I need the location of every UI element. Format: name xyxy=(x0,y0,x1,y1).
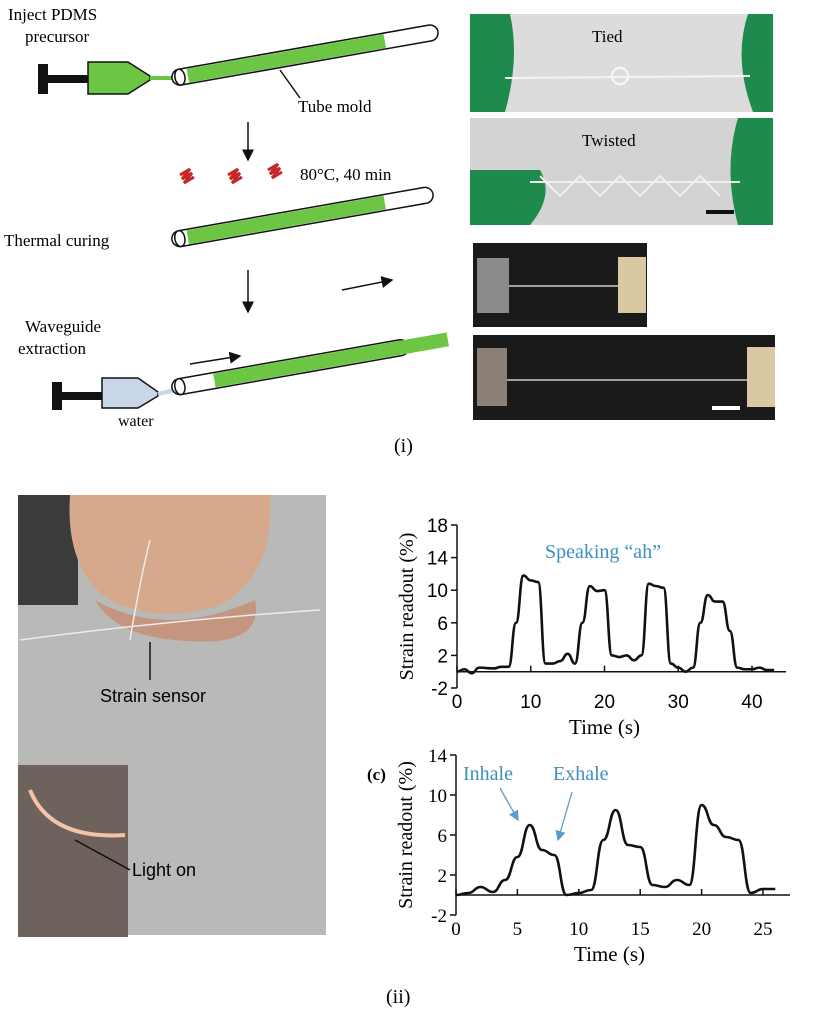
photo-stretched xyxy=(473,335,775,420)
cured-tube xyxy=(171,186,434,248)
photo-tied: Tied xyxy=(470,14,773,112)
tied-label: Tied xyxy=(592,27,623,46)
panel-ii-label: (ii) xyxy=(386,986,410,1008)
heat-icon xyxy=(179,162,283,185)
neck-photo: Strain sensor Light on xyxy=(18,495,326,937)
sub-label-c: (c) xyxy=(367,765,386,784)
annotation-inhale: Inhale xyxy=(463,763,513,785)
y-tick-label: 18 xyxy=(427,516,448,537)
x-tick-label: 40 xyxy=(741,692,762,713)
y-tick-label: -2 xyxy=(431,906,447,927)
light-on-label: Light on xyxy=(132,860,196,880)
extraction-tube xyxy=(171,332,449,396)
y-tick-label: 14 xyxy=(428,746,448,767)
thermal-curing-label: Thermal curing xyxy=(4,231,110,250)
exhale-arrow xyxy=(555,791,573,842)
y-tick-label: 6 xyxy=(437,614,448,635)
extraction-label-1: Waveguide xyxy=(25,317,101,336)
x-tick-label: 10 xyxy=(569,919,588,940)
inject-label-2: precursor xyxy=(25,27,90,46)
syringe-icon xyxy=(38,61,172,95)
inject-label-1: Inject PDMS xyxy=(8,5,97,24)
x-tick-label: 15 xyxy=(631,919,650,940)
photo-twisted: Twisted xyxy=(470,118,773,225)
cure-condition-label: 80°C, 40 min xyxy=(300,165,392,184)
extraction-label-2: extraction xyxy=(18,339,86,358)
twisted-label: Twisted xyxy=(582,131,636,150)
x-tick-label: 25 xyxy=(754,919,773,940)
y-tick-label: 14 xyxy=(427,549,449,570)
panel-i-label: (i) xyxy=(394,435,413,457)
y-tick-label: 10 xyxy=(427,581,448,602)
y-axis-label: Strain readout (%) xyxy=(396,533,418,681)
tube-mold xyxy=(171,24,439,86)
light-on-inset xyxy=(18,765,128,937)
x-tick-label: 5 xyxy=(513,919,523,940)
inhale-arrow xyxy=(499,787,519,822)
y-tick-label: 10 xyxy=(428,786,447,807)
water-label: water xyxy=(118,413,154,430)
y-tick-label: 6 xyxy=(438,826,448,847)
x-axis-label: Time (s) xyxy=(574,942,645,966)
x-tick-label: 20 xyxy=(594,692,615,713)
x-axis-label: Time (s) xyxy=(569,715,640,739)
x-tick-label: 30 xyxy=(668,692,689,713)
tube-mold-label: Tube mold xyxy=(298,97,372,116)
series-line xyxy=(456,574,775,675)
x-tick-label: 0 xyxy=(451,919,461,940)
y-axis-label: Strain readout (%) xyxy=(395,761,417,909)
fabrication-schematic: Inject PDMS precursor Tube mold 80°C, 40… xyxy=(4,5,449,430)
x-tick-label: 0 xyxy=(452,692,463,713)
x-tick-label: 10 xyxy=(520,692,541,713)
y-tick-label: 2 xyxy=(437,646,448,667)
y-tick-label: -2 xyxy=(431,679,448,700)
chart-title: Speaking “ah” xyxy=(545,541,661,563)
series-line xyxy=(455,803,776,897)
photo-unstretched xyxy=(473,243,647,327)
x-tick-label: 20 xyxy=(692,919,711,940)
water-syringe-icon xyxy=(52,377,176,410)
annotation-exhale: Exhale xyxy=(553,763,609,785)
y-tick-label: 2 xyxy=(438,866,448,887)
strain-sensor-label: Strain sensor xyxy=(100,686,206,706)
